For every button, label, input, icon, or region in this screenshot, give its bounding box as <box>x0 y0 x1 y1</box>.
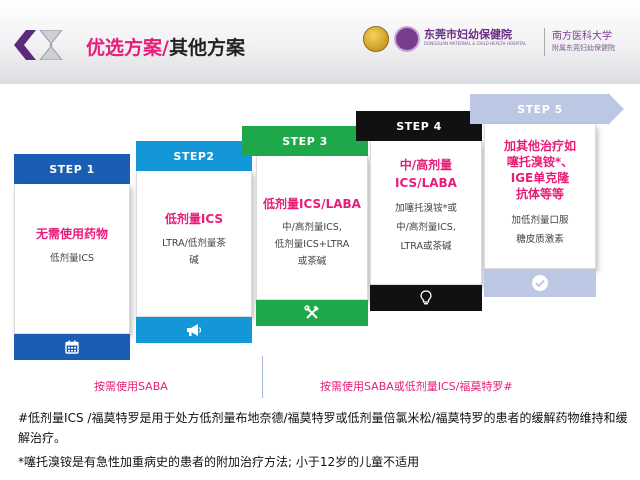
step-5-headline-2: 噻托溴铵*、 <box>506 155 574 169</box>
check-circle-icon <box>532 275 548 291</box>
step-5-footer <box>484 269 596 297</box>
step-5-detail-2: 糖皮质激素 <box>516 234 564 245</box>
header-band <box>0 0 640 84</box>
megaphone-icon <box>187 324 202 336</box>
university-name: 南方医科大学 <box>552 31 612 42</box>
step-1-headline: 无需使用药物 <box>35 227 108 241</box>
reliever-label-right: 按需使用SABA或低剂量ICS/福莫特罗# <box>320 380 513 393</box>
header-divider <box>544 28 545 56</box>
step-4-detail-3: LTRA或茶碱 <box>400 241 452 252</box>
step-4-label: STEP 4 <box>396 119 442 133</box>
step-4-footer <box>370 285 482 311</box>
chevron-logo-icon <box>14 30 63 60</box>
page-title-accent: 优选方案/ <box>86 37 169 59</box>
step-5-arrow-icon <box>608 93 624 125</box>
step-5-detail-1: 加低剂量口服 <box>511 215 569 226</box>
step-4-headline-2: ICS/LABA <box>395 176 457 190</box>
step-5-label: STEP 5 <box>517 102 563 116</box>
step-1-header: STEP 1 <box>14 154 130 184</box>
reliever-label-left: 按需使用SABA <box>94 380 168 393</box>
step-3-footer <box>256 300 368 326</box>
step-2-card: 低剂量ICS LTRA/低剂量茶 碱 <box>136 171 252 317</box>
step-2-footer <box>136 317 252 343</box>
step-3-headline: 低剂量ICS/LABA <box>263 197 361 211</box>
step-5-headline-4: 抗体等等 <box>515 187 564 201</box>
calendar-icon <box>65 340 79 354</box>
step-5-card: 加其他治疗如 噻托溴铵*、 IGE单克隆 抗体等等 加低剂量口服 糖皮质激素 <box>484 124 596 269</box>
step-1-footer <box>14 334 130 360</box>
step-4-header: STEP 4 <box>356 111 482 141</box>
step-3-header: STEP 3 <box>242 126 368 156</box>
step-3-detail-2: 低剂量ICS+LTRA <box>274 239 350 250</box>
step-3-detail-1: 中/高剂量ICS, <box>282 222 342 233</box>
footnote-2: *噻托溴铵是有急性加重病史的患者的附加治疗方法; 小于12岁的儿童不适用 <box>18 455 420 469</box>
hospital-seal-icon <box>363 26 389 52</box>
step-2-header: STEP2 <box>136 141 252 171</box>
tools-icon <box>304 305 319 319</box>
step-2-detail-2: 碱 <box>189 255 199 266</box>
hospital-name: 东莞市妇幼保健院 <box>424 28 512 41</box>
lightbulb-icon <box>420 290 432 305</box>
step-4-card: 中/高剂量 ICS/LABA 加噻托溴铵*或 中/高剂量ICS, LTRA或茶碱 <box>370 141 482 285</box>
step-5-headline-1: 加其他治疗如 <box>503 139 576 153</box>
step-1-detail-1: 低剂量ICS <box>50 253 94 264</box>
university-subtitle: 附属东莞妇幼保健院 <box>552 44 615 52</box>
step-5-headline-3: IGE单克隆 <box>510 171 570 185</box>
step-2-detail-1: LTRA/低剂量茶 <box>162 238 226 249</box>
step-3-card: 低剂量ICS/LABA 中/高剂量ICS, 低剂量ICS+LTRA 或茶碱 <box>256 156 368 300</box>
step-2-label: STEP2 <box>173 149 215 163</box>
step-3-detail-3: 或茶碱 <box>297 256 327 267</box>
step-3-label: STEP 3 <box>282 134 328 148</box>
reliever-divider <box>262 356 263 398</box>
step-1-card: 无需使用药物 低剂量ICS <box>14 184 130 334</box>
page-title-rest: 其他方案 <box>168 37 245 59</box>
hospital-subtitle: DONGGUAN MATERNAL & CHILD HEALTH HOSPITA… <box>424 41 527 46</box>
step-4-headline-1: 中/高剂量 <box>399 158 453 172</box>
step-2-headline: 低剂量ICS <box>164 212 224 226</box>
footnote-1: #低剂量ICS /福莫特罗是用于处方低剂量布地奈德/福莫特罗或低剂量倍氯米松/福… <box>18 411 628 445</box>
step-5-header: STEP 5 <box>470 94 610 124</box>
page-title: 优选方案/其他方案 <box>86 33 245 60</box>
step-1-label: STEP 1 <box>49 162 95 176</box>
hospital-logo-icon <box>394 26 420 52</box>
step-4-detail-2: 中/高剂量ICS, <box>396 222 456 233</box>
step-4-detail-1: 加噻托溴铵*或 <box>395 203 457 214</box>
